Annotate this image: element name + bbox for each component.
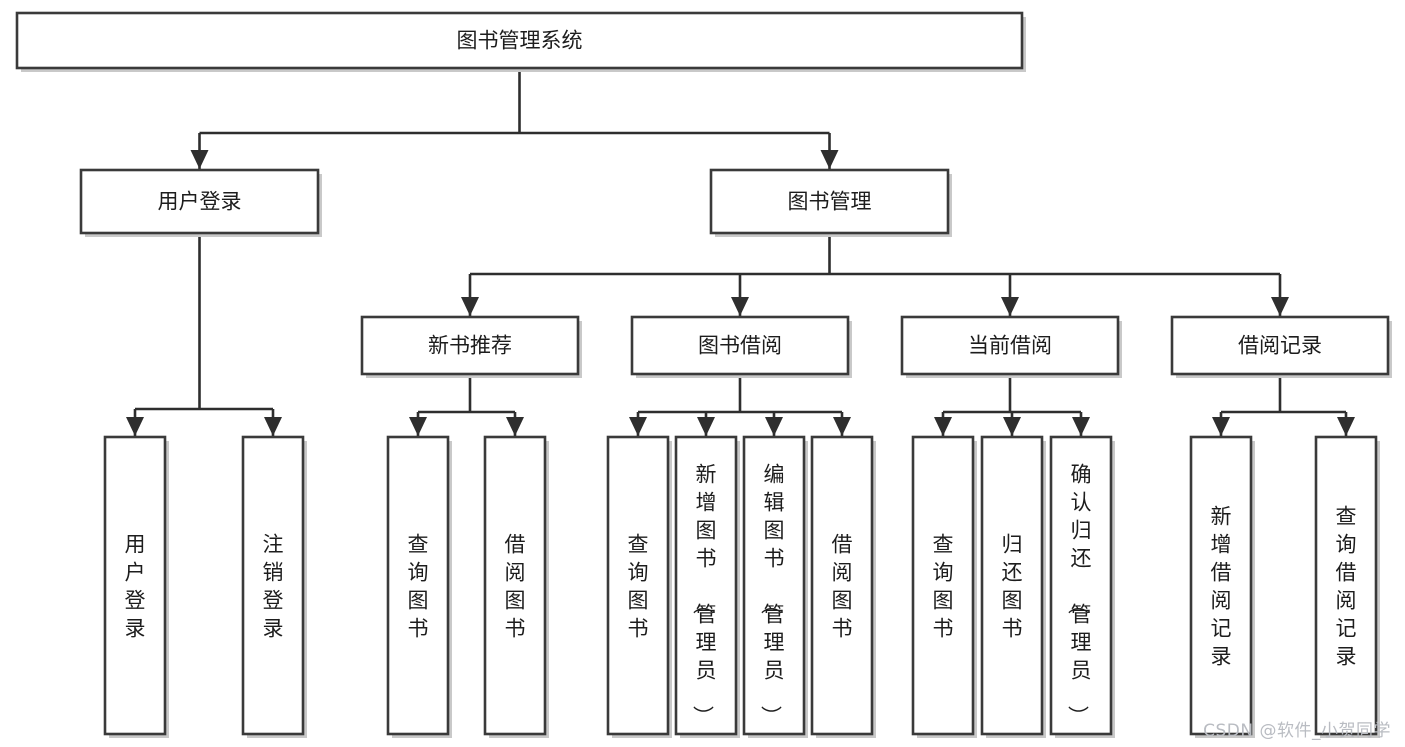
arrow-head-icon [1212,417,1230,436]
arrow-head-icon [934,417,952,436]
node-leaf-12[interactable]: 查询借阅记录 [1314,435,1380,738]
node-label: 新增图书（管理员） [691,462,717,726]
arrow-head-icon [820,150,839,169]
arrow-head-icon [126,417,144,436]
node-rect [1189,435,1253,736]
node-rect [742,435,806,736]
node-label: 新书推荐 [428,334,512,358]
node-rect [911,435,975,736]
node-layer: 图书管理系统用户登录图书管理新书推荐图书借阅当前借阅借阅记录用户登录注销登录查询… [15,11,1392,738]
arrow-head-icon [461,297,479,316]
node-rect [674,435,738,736]
arrow-head-icon [264,417,282,436]
arrow-head-icon [1001,297,1019,316]
node-rect [483,435,547,736]
node-rect [630,315,850,376]
node-level3-3[interactable]: 借阅记录 [1170,315,1392,378]
node-label: 新增借阅记录 [1211,504,1232,668]
arrow-head-icon [731,297,749,316]
arrow-head-icon [506,417,524,436]
arrow-head-icon [697,417,715,436]
arrow-head-icon [1271,297,1289,316]
csdn-watermark: CSDN @软件_小贺同学 [1203,721,1391,741]
node-leaf-10[interactable]: 确认归还（管理员） [1049,435,1115,738]
node-leaf-2[interactable]: 查询图书 [386,435,452,738]
arrow-head-icon [629,417,647,436]
node-leaf-6[interactable]: 编辑图书（管理员） [742,435,808,738]
node-leaf-8[interactable]: 查询图书 [911,435,977,738]
node-leaf-7[interactable]: 借阅图书 [810,435,876,738]
node-label: 图书管理 [788,190,872,214]
node-label: 用户登录 [158,190,242,214]
node-rect [900,315,1120,376]
node-rect [103,435,167,736]
node-level2-0[interactable]: 用户登录 [79,168,322,237]
node-leaf-4[interactable]: 查询图书 [606,435,672,738]
node-label: 借阅图书 [505,532,526,640]
connector-layer [126,68,1355,436]
node-label: 借阅记录 [1238,334,1322,358]
node-label: 编辑图书（管理员） [759,462,785,726]
node-rect [241,435,305,736]
node-label: 注销登录 [263,532,284,640]
arrow-head-icon [833,417,851,436]
node-level3-1[interactable]: 图书借阅 [630,315,852,378]
node-rect [360,315,580,376]
arrow-head-icon [1072,417,1090,436]
arrow-head-icon [1003,417,1021,436]
arrow-head-icon [190,150,209,169]
node-rect [980,435,1044,736]
node-label: 图书借阅 [698,334,782,358]
arrow-head-icon [1337,417,1355,436]
node-label: 当前借阅 [968,334,1052,358]
node-label: 确认归还（管理员） [1066,462,1092,726]
node-rect [15,11,1024,70]
node-rect [606,435,670,736]
node-rect [386,435,450,736]
node-label: 用户登录 [125,532,146,640]
node-rect [79,168,320,235]
node-root[interactable]: 图书管理系统 [15,11,1026,72]
node-rect [810,435,874,736]
arrow-head-icon [765,417,783,436]
node-label: 查询图书 [628,532,649,640]
node-level2-1[interactable]: 图书管理 [709,168,952,237]
node-rect [709,168,950,235]
node-leaf-11[interactable]: 新增借阅记录 [1189,435,1255,738]
node-rect [1314,435,1378,736]
node-leaf-1[interactable]: 注销登录 [241,435,307,738]
node-leaf-5[interactable]: 新增图书（管理员） [674,435,740,738]
node-label: 归还图书 [1002,532,1023,640]
arrow-head-icon [409,417,427,436]
node-rect [1049,435,1113,736]
node-level3-0[interactable]: 新书推荐 [360,315,582,378]
node-leaf-9[interactable]: 归还图书 [980,435,1046,738]
node-label: 图书管理系统 [457,29,583,53]
node-leaf-3[interactable]: 借阅图书 [483,435,549,738]
node-label: 查询借阅记录 [1336,504,1357,668]
node-rect [1170,315,1390,376]
node-label: 查询图书 [933,532,954,640]
node-level3-2[interactable]: 当前借阅 [900,315,1122,378]
node-label: 借阅图书 [832,532,853,640]
node-leaf-0[interactable]: 用户登录 [103,435,169,738]
node-label: 查询图书 [408,532,429,640]
